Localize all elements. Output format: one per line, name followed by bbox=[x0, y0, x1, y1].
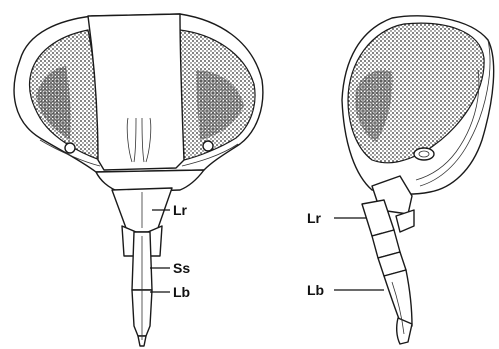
lateral-label-lr: Lr bbox=[307, 210, 322, 226]
frontal-label-lr: Lr bbox=[173, 202, 188, 218]
right-mandible-joint bbox=[203, 141, 213, 151]
frontal-head bbox=[14, 14, 263, 346]
frontal-label-lb: Lb bbox=[173, 284, 190, 300]
lateral-antennal-socket bbox=[414, 148, 434, 160]
lateral-head bbox=[342, 16, 494, 344]
frontal-label-ss: Ss bbox=[173, 260, 190, 276]
frons-plate bbox=[88, 14, 184, 170]
lateral-label-lb: Lb bbox=[307, 282, 324, 298]
left-mandible-joint bbox=[65, 143, 75, 153]
